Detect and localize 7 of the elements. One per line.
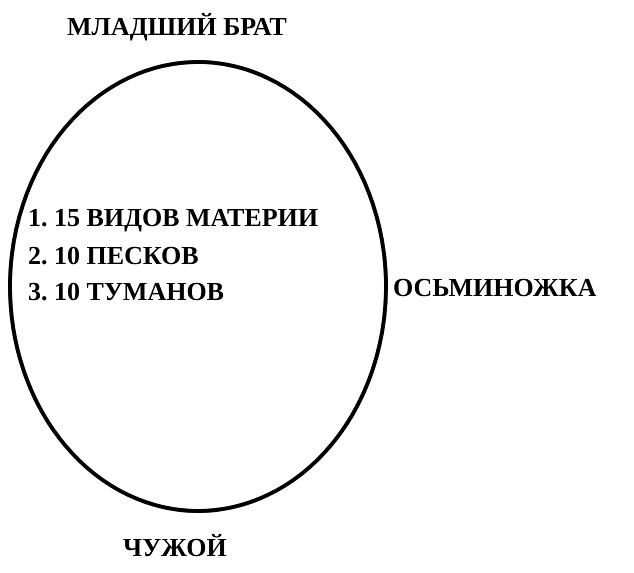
list-item: 2. 10 ПЕСКОВ [28,241,199,271]
list-item: 3. 10 ТУМАНОВ [28,277,224,307]
side-label: ОСЬМИНОЖКА [393,273,596,303]
side-label: МЛАДШИЙ БРАТ [67,12,287,42]
oval-node [8,60,388,513]
side-label: ЧУЖОЙ [123,533,227,563]
list-item: 1. 15 ВИДОВ МАТЕРИИ [28,203,318,233]
